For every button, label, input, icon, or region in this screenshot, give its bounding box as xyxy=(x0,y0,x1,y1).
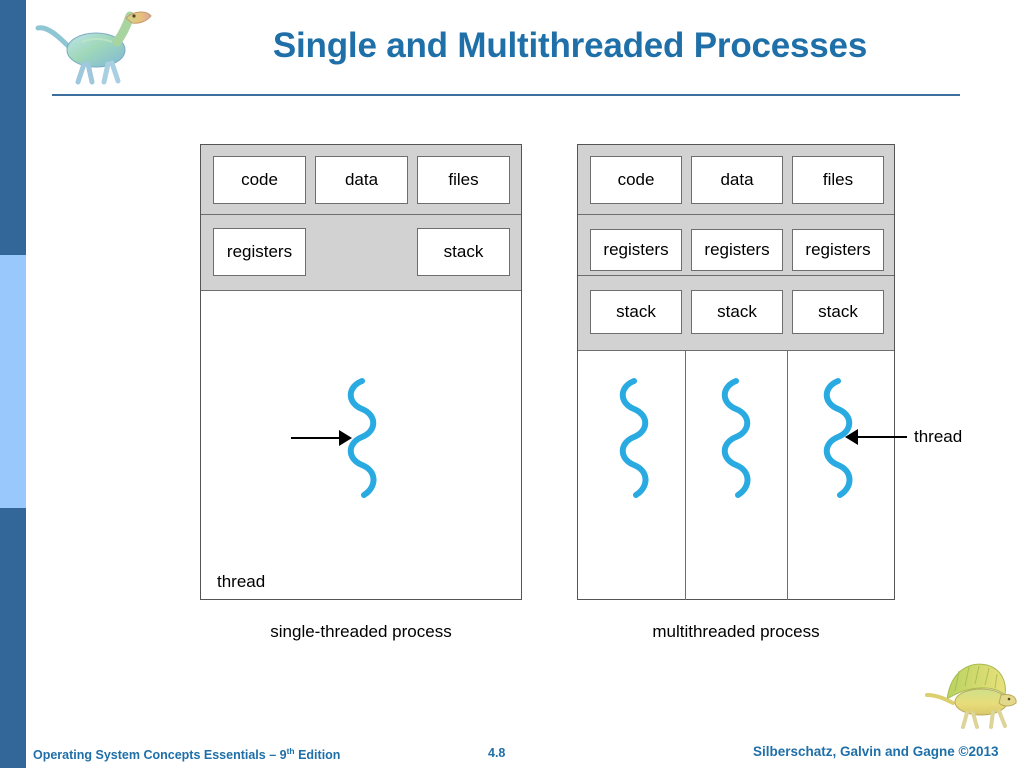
multi-cell-registers-1: registers xyxy=(590,229,682,271)
multi-cell-stack-2: stack xyxy=(691,290,783,334)
single-cell-data: data xyxy=(315,156,408,204)
footer-book-title-text: Operating System Concepts Essentials – 9 xyxy=(33,748,287,763)
multi-cell-code: code xyxy=(590,156,682,204)
multi-cell-stack-1: stack xyxy=(590,290,682,334)
dinosaur-icon-footer xyxy=(925,655,1019,733)
slide-accent-sidebar xyxy=(0,0,26,768)
single-thread-squiggle xyxy=(340,377,384,499)
sidebar-band-dark-top xyxy=(0,0,26,255)
multi-thread-label: thread xyxy=(914,427,963,446)
single-threaded-process-diagram: code data files registers stack thread xyxy=(200,144,522,600)
sidebar-band-dark-bottom xyxy=(0,508,26,768)
multithreaded-process-diagram: code data files registers registers regi… xyxy=(577,144,895,600)
single-threaded-process-caption: single-threaded process xyxy=(270,622,452,641)
footer-copyright: Silberschatz, Galvin and Gagne ©2013 xyxy=(753,744,999,759)
multi-cell-registers-2: registers xyxy=(691,229,783,271)
multi-column-divider-2 xyxy=(787,351,788,600)
multi-cell-data: data xyxy=(691,156,783,204)
multi-thread-squiggle-3 xyxy=(816,377,860,499)
single-thread-arrow-head xyxy=(339,430,352,446)
footer-edition-superscript: th xyxy=(286,746,295,756)
multi-thread-squiggle-1 xyxy=(612,377,656,499)
multi-thread-arrow-head xyxy=(845,429,858,445)
page-title: Single and Multithreaded Processes xyxy=(272,26,868,65)
multi-column-divider-1 xyxy=(685,351,686,600)
single-thread-arrow-line xyxy=(291,437,341,439)
single-cell-files: files xyxy=(417,156,510,204)
multi-thread-arrow-line xyxy=(857,436,907,438)
multithreaded-process-caption: multithreaded process xyxy=(652,622,820,641)
single-cell-stack: stack xyxy=(417,228,510,276)
multi-cell-registers-3: registers xyxy=(792,229,884,271)
sidebar-band-light xyxy=(0,255,26,508)
footer-page-number: 4.8 xyxy=(488,746,506,760)
single-thread-label: thread xyxy=(217,572,266,591)
single-cell-code: code xyxy=(213,156,306,204)
multi-thread-squiggle-2 xyxy=(714,377,758,499)
multi-cell-files: files xyxy=(792,156,884,204)
single-cell-registers: registers xyxy=(213,228,306,276)
title-divider xyxy=(52,94,960,96)
footer-book-title: Operating System Concepts Essentials – 9… xyxy=(33,746,340,762)
dinosaur-icon-header xyxy=(34,6,154,88)
footer-edition-rest: Edition xyxy=(294,748,341,763)
multi-cell-stack-3: stack xyxy=(792,290,884,334)
